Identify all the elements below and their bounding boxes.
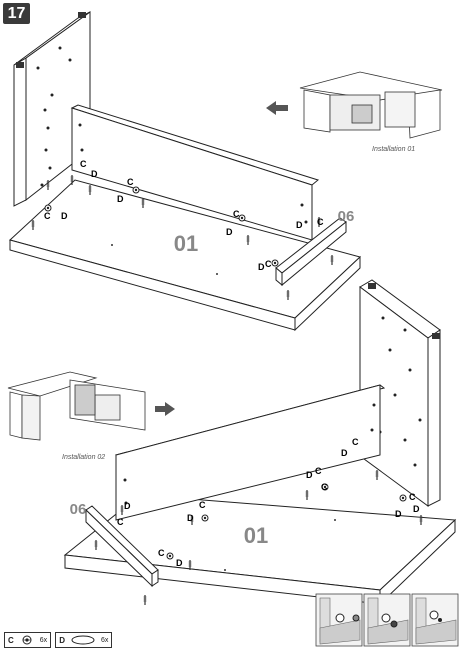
callout-d: D — [413, 504, 420, 514]
callout-c: C — [199, 500, 206, 510]
callout-d: D — [258, 262, 265, 272]
callout-c: C — [265, 259, 272, 269]
callout-c: C — [44, 211, 51, 221]
callout-d: D — [226, 227, 233, 237]
legend-letter: C — [8, 635, 14, 645]
callout-d: D — [176, 558, 183, 568]
detail-insets — [315, 593, 459, 647]
legend-letter: D — [59, 635, 65, 645]
hardware-legend: C 6x D 6x — [4, 632, 113, 648]
desk-thumbnail-01 — [299, 71, 443, 139]
callout-d: D — [296, 220, 303, 230]
callout-c: C — [321, 482, 328, 492]
callout-d: D — [61, 211, 68, 221]
callout-d: D — [341, 448, 348, 458]
callout-c: C — [409, 492, 416, 502]
bottom-labels: 01 06 D C D C C C D D C C D D C D — [70, 437, 420, 568]
legend-qty: 6x — [39, 636, 48, 644]
bottom-assembly — [63, 279, 457, 606]
arrow-left-icon — [266, 101, 288, 115]
callout-c: C — [117, 517, 124, 527]
top-labels: 01 06 C D C D C D C D D C D C — [44, 159, 354, 272]
board-label: 01 — [174, 231, 198, 256]
callout-c: C — [317, 217, 324, 227]
leg-label: 06 — [70, 501, 87, 518]
leg-label: 06 — [338, 208, 355, 225]
callout-d: D — [124, 501, 131, 511]
legend-item-d: D 6x — [55, 632, 113, 648]
top-assembly — [8, 11, 361, 332]
callout-d: D — [306, 470, 313, 480]
step-number: 17 — [3, 3, 30, 24]
arrow-right-icon — [155, 402, 175, 416]
callout-c: C — [158, 548, 165, 558]
cam-dowel-icon — [71, 635, 95, 645]
callout-d: D — [117, 194, 124, 204]
board-label: 01 — [244, 523, 268, 548]
installation-01-caption: Installation 01 — [372, 146, 416, 153]
callout-c: C — [233, 209, 240, 219]
callout-d: D — [91, 169, 98, 179]
installation-02-caption: Installation 02 — [62, 454, 106, 461]
legend-item-c: C 6x — [4, 632, 52, 648]
desk-thumbnail-02 — [7, 371, 146, 441]
callout-c: C — [127, 177, 134, 187]
callout-d: D — [187, 513, 194, 523]
cam-lock-icon — [22, 635, 32, 645]
callout-d: D — [395, 509, 402, 519]
legend-qty: 6x — [100, 636, 109, 644]
callout-c: C — [315, 466, 322, 476]
callout-c: C — [352, 437, 359, 447]
callout-c: C — [80, 159, 87, 169]
